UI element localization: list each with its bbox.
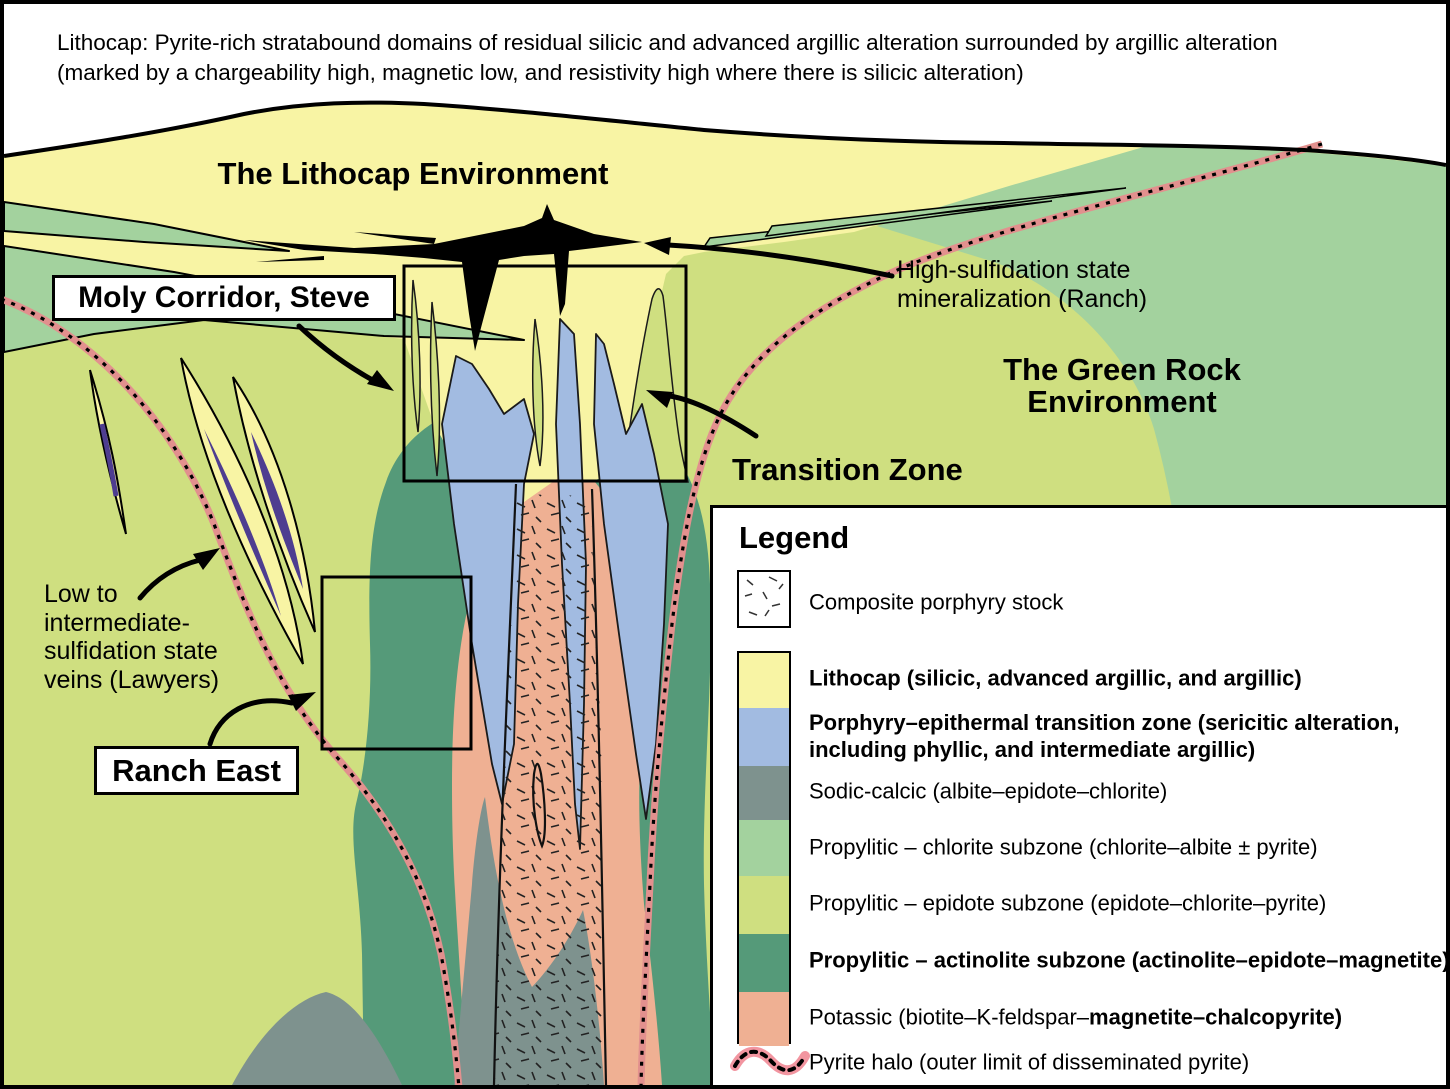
moly-corridor-box (402, 264, 688, 483)
porphyry-stock-texture (494, 494, 606, 1085)
legend-item-lithocap: Lithocap (silicic, advanced argillic, an… (809, 665, 1302, 691)
swatch-potassic (739, 992, 789, 1046)
legend-item-propylitic-actinolite: Propylitic – actinolite subzone (actinol… (809, 947, 1450, 973)
legend-panel: Legend Composite porphyry stock Lithocap… (710, 505, 1450, 1085)
high-sulfidation-label: High-sulfidation state mineralization (R… (897, 256, 1148, 313)
epidote-blade-3 (531, 318, 544, 467)
legend-item-pyrite-halo: Pyrite halo (outer limit of disseminated… (809, 1049, 1250, 1075)
legend-item-sodic-calcic: Sodic-calcic (albite–epidote–chlorite) (809, 778, 1168, 804)
pyrite-halo-line-left (4, 296, 463, 1085)
legend-color-column (737, 651, 791, 1046)
legend-item-composite-stock: Composite porphyry stock (809, 589, 1064, 615)
high-sulfidation-arrow (665, 242, 895, 279)
swatch-epidote (739, 876, 789, 934)
lawyers-arrow (137, 557, 203, 601)
porphyry-stock-outline (492, 483, 608, 1085)
lithocap-environment-title: The Lithocap Environment (217, 156, 609, 191)
green-rock-environment-title: The Green Rock Environment (1003, 352, 1241, 419)
swatch-actinolite (739, 934, 789, 992)
mineralization-body (244, 204, 642, 351)
stock-dash-texture (744, 576, 784, 617)
annotation-arrows (137, 242, 895, 747)
arrowheads (193, 237, 673, 711)
surface-line (4, 100, 1446, 167)
pyrite-halo-swatch (730, 1046, 810, 1076)
legend-heading: Legend (739, 520, 850, 555)
swatch-transition (739, 708, 789, 766)
swatch-sodic-calcic (739, 766, 789, 820)
legend-item-propylitic-epidote: Propylitic – epidote subzone (epidote–ch… (809, 890, 1327, 916)
epidote-blade-1 (410, 279, 421, 433)
legend-item-transition: Porphyry–epithermal transition zone (ser… (809, 710, 1400, 762)
ranch-east-arrow (207, 698, 295, 747)
ranch-east-box (320, 575, 473, 751)
chlorite-wedge-left-upper (4, 201, 290, 252)
ranch-east-label-box: Ranch East (94, 746, 299, 795)
transition-zone-arrow (667, 393, 759, 439)
swatch-lithocap (739, 653, 789, 708)
transition-zone-title: Transition Zone (732, 452, 963, 487)
epidote-blade-2 (429, 301, 441, 477)
moly-corridor-arrow (296, 323, 379, 385)
caption-line-1: Lithocap: Pyrite-rich stratabound domain… (57, 30, 1278, 55)
chlorite-sliver-2 (764, 187, 1127, 237)
figure-caption: Lithocap: Pyrite-rich stratabound domain… (57, 28, 1278, 88)
swatch-chlorite (739, 820, 789, 876)
legend-item-propylitic-chlorite: Propylitic – chlorite subzone (chlorite–… (809, 834, 1318, 860)
lawyers-veins-label: Low to intermediate- sulfidation state v… (44, 580, 220, 694)
lawyers-veins (89, 357, 316, 665)
moly-corridor-label-box: Moly Corridor, Steve (52, 275, 396, 321)
lithocap-region (4, 102, 1446, 502)
caption-line-2: (marked by a chargeability high, magneti… (57, 60, 1024, 85)
composite-stock-swatch (737, 570, 791, 628)
legend-item-potassic: Potassic (biotite–K-feldspar–magnetite–c… (809, 1004, 1343, 1030)
sodic-calcic-hill (232, 992, 402, 1085)
pyrite-halo-line-right (637, 140, 1323, 1085)
